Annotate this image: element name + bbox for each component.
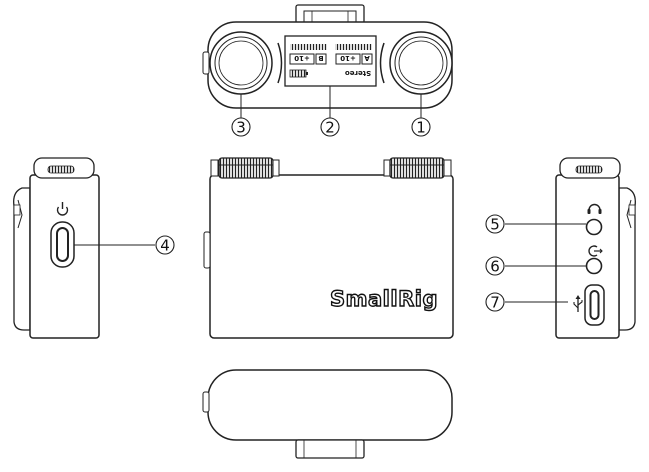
callout-7: 7 — [485, 292, 505, 312]
callout-3: 3 — [231, 117, 251, 137]
svg-text:7: 7 — [490, 294, 500, 312]
front-left-knob[interactable] — [210, 157, 280, 179]
headphone-jack[interactable] — [585, 218, 603, 236]
power-button[interactable] — [50, 221, 75, 268]
audio-out-icon — [588, 245, 603, 257]
svg-text:6: 6 — [490, 258, 500, 276]
gain-b-text: +10 — [294, 54, 310, 62]
level-meter-left — [290, 44, 327, 50]
level-meter-right — [335, 44, 372, 50]
front-right-knob[interactable] — [383, 157, 452, 179]
callout-4: 4 — [155, 235, 175, 255]
bottom-view — [202, 369, 453, 459]
battery-icon — [289, 69, 308, 78]
right-side-view — [505, 157, 636, 339]
front-view: SmallRig — [203, 157, 454, 339]
usb-port[interactable] — [584, 284, 605, 326]
headphone-icon — [587, 203, 602, 214]
callout-5: 5 — [485, 214, 505, 234]
callout-6: 6 — [485, 256, 505, 276]
svg-text:5: 5 — [490, 216, 500, 234]
top-view: +10 B +10 A Stereo — [202, 4, 453, 118]
svg-text:4: 4 — [160, 237, 170, 255]
left-side-view — [13, 157, 155, 339]
audio-out-jack[interactable] — [585, 257, 603, 275]
callout-2: 2 — [320, 117, 340, 137]
channel-a-text: A — [364, 54, 370, 62]
channel-b-text: B — [318, 54, 323, 62]
gain-a-text: +10 — [340, 54, 356, 62]
svg-text:2: 2 — [325, 119, 335, 137]
mode-text: Stereo — [345, 69, 371, 77]
svg-text:3: 3 — [236, 119, 246, 137]
callout-1: 1 — [411, 117, 431, 137]
usb-icon — [573, 295, 583, 312]
right-knob[interactable] — [379, 31, 453, 95]
power-icon — [56, 202, 69, 216]
display-screen: +10 B +10 A Stereo — [284, 35, 377, 87]
svg-text:1: 1 — [416, 119, 426, 137]
brand-logo: SmallRig — [330, 287, 438, 311]
